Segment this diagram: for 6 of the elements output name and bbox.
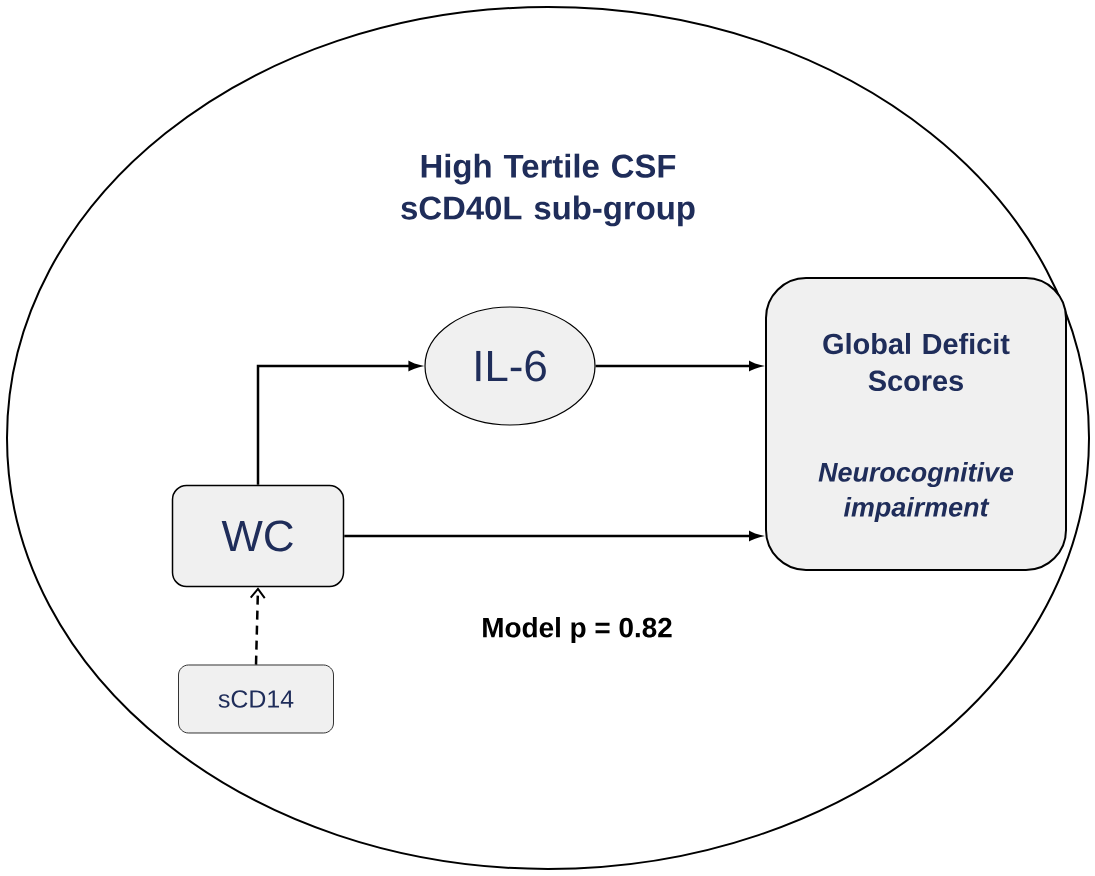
variable-box: Global Deficit Scores Neurocognitive impairment [765,277,1067,571]
arrow [249,587,266,665]
arrow [256,361,421,485]
variable-box: WC [171,484,345,588]
variable-box: sCD14 [178,664,334,734]
model-note: Model p = 0.82 [483,617,672,643]
